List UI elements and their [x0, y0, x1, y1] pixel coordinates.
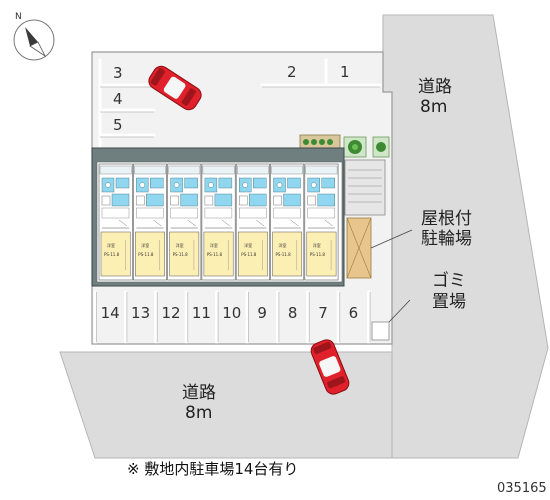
garbage-area	[371, 321, 390, 341]
garbage-leader	[388, 299, 411, 323]
unit-size-label: PS·11.8	[310, 252, 326, 257]
road-south	[59, 351, 393, 459]
unit: 洋室 PS·11.8	[98, 163, 133, 281]
listing-code: 035165	[497, 481, 547, 496]
road-east-width: 8m	[420, 97, 447, 117]
parking-space-6: 6	[349, 304, 359, 322]
unit-size-label: PS·11.8	[207, 252, 223, 257]
south-parking: 14 13 12 11 10 9 8 7 6	[93, 290, 371, 344]
unit-size-label: PS·11.8	[138, 252, 154, 257]
parking-note: ※ 敷地内駐車場14台有り	[127, 460, 298, 478]
parking-space-8: 8	[288, 304, 298, 322]
north-parking-lines-shade	[100, 86, 380, 138]
unit-layer: 洋室 PS·11.8 洋室 PS·11.8 洋室 PS·11.8 洋室 PS·11.8 洋室 PS…	[98, 163, 339, 281]
entrance-stairs	[344, 159, 386, 216]
apartment-building: 洋室 PS·11.8 洋室 PS·11.8 洋室 PS·11.8 洋室 PS·11.8 洋室 PS…	[91, 147, 345, 287]
parking-space-4: 4	[113, 90, 123, 108]
bike-shed	[346, 217, 372, 279]
parking-space-11: 11	[192, 304, 211, 322]
car-icon-north	[148, 65, 202, 111]
tree-icon	[343, 136, 367, 158]
parking-space-3: 3	[113, 64, 123, 82]
unit-size-label: PS·11.8	[241, 252, 257, 257]
parking-space-2: 2	[287, 63, 297, 81]
road-south-name: 道路	[182, 383, 216, 403]
parking-space-10: 10	[222, 304, 241, 322]
car-icon-south	[310, 339, 350, 395]
unit-room-label: 洋室	[210, 242, 218, 248]
tree-icon-2	[372, 136, 390, 158]
parking-space-9: 9	[257, 304, 267, 322]
unit-room-label: 洋室	[313, 242, 321, 248]
unit: 洋室 PS·11.8	[167, 163, 202, 281]
parking-space-5: 5	[113, 116, 123, 134]
road-south-width: 8m	[185, 403, 212, 423]
unit: 洋室 PS·11.8	[201, 163, 236, 281]
bike-shed-leader	[370, 229, 413, 249]
unit-size-label: PS·11.8	[173, 252, 189, 257]
unit-room-label: 洋室	[244, 242, 252, 248]
unit-size-label: PS·11.8	[276, 252, 292, 257]
parking-space-12: 12	[161, 304, 180, 322]
bike-parking-label-2: 駐輪場	[421, 229, 472, 249]
unit: 洋室 PS·11.8	[304, 163, 339, 281]
unit-room-label: 洋室	[107, 242, 115, 248]
compass-icon: N	[13, 12, 55, 61]
unit-room-label: 洋室	[141, 242, 149, 248]
road-east-name: 道路	[418, 77, 452, 97]
bike-parking-label-1: 屋根付	[421, 209, 472, 229]
compass-north-label: N	[15, 12, 22, 22]
parking-space-13: 13	[131, 304, 150, 322]
north-parking-lines	[98, 58, 382, 152]
hedge-shrubs	[303, 139, 333, 145]
parking-space-7: 7	[318, 304, 328, 322]
unit: 洋室 PS·11.8	[133, 163, 167, 281]
unit: 洋室 PS·11.8	[270, 163, 305, 281]
unit-size-label: PS·11.8	[104, 252, 120, 257]
unit-room-label: 洋室	[279, 242, 287, 248]
unit: 洋室 PS·11.8	[235, 163, 270, 281]
garbage-label-1: ゴミ	[432, 270, 466, 291]
parking-space-14: 14	[101, 304, 120, 322]
parking-space-1: 1	[340, 63, 350, 81]
garbage-label-2: 置場	[432, 292, 466, 312]
unit-room-label: 洋室	[176, 242, 184, 248]
